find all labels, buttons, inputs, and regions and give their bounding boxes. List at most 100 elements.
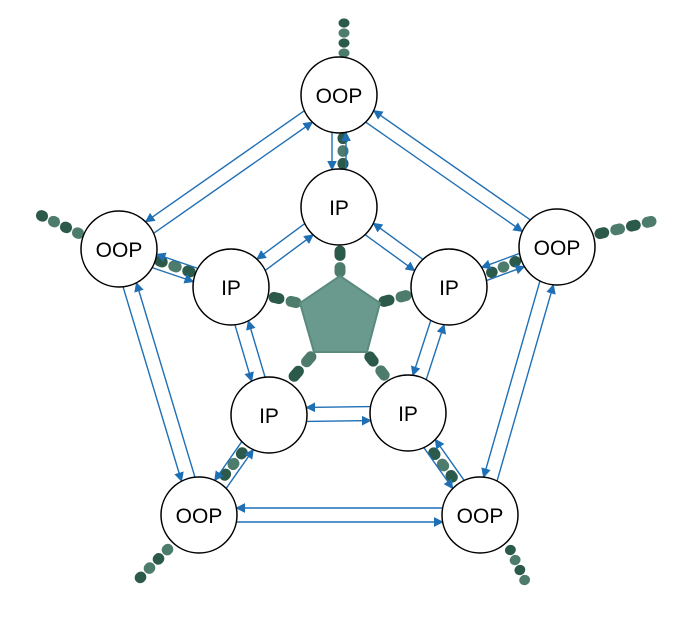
spring-bead xyxy=(338,18,350,28)
spring-tail-bottom-right xyxy=(504,544,531,586)
arrow-ip-top-right-backward xyxy=(372,222,424,260)
spring-tail-left xyxy=(35,210,85,239)
node-label: IP xyxy=(439,277,459,300)
node-oop-bottom-right: OOP xyxy=(441,476,519,554)
arrow-oop-right-bottomright-backward xyxy=(496,283,556,482)
node-ip-bottom-left: IP xyxy=(230,376,308,454)
node-oop-right: OOP xyxy=(518,208,596,286)
spring-bead xyxy=(485,266,498,279)
spring-bead xyxy=(59,221,73,234)
arrow-spoke-left-backward xyxy=(155,252,199,270)
spring-bead xyxy=(301,351,317,368)
node-ip-top: IP xyxy=(300,168,378,246)
node-ip-left: IP xyxy=(192,248,270,326)
spring-bead xyxy=(227,457,240,471)
arrow-ip-left-top-forward xyxy=(264,234,314,271)
spring-tail-bottom-left xyxy=(134,543,174,584)
spring-bead xyxy=(594,227,610,240)
arrow-spoke-bottomright-backward xyxy=(423,447,454,490)
spring-bead xyxy=(161,543,174,556)
spring-bead xyxy=(143,562,156,574)
node-oop-top: OOP xyxy=(300,56,378,134)
spring-bead xyxy=(519,574,531,586)
spring-ip-center-right xyxy=(378,290,412,307)
spring-bead xyxy=(364,351,379,367)
node-label: IP xyxy=(221,277,241,300)
spring-bead xyxy=(337,157,349,170)
spring-bead xyxy=(71,227,85,239)
node-label: IP xyxy=(329,197,349,220)
spring-bead xyxy=(375,365,390,381)
node-label: IP xyxy=(398,403,418,426)
arrow-ip-bottomright-bottomleft-forward xyxy=(305,402,371,413)
node-oop-bottom-left: OOP xyxy=(160,476,238,554)
arrow-ip-bottomright-bottomleft-backward xyxy=(306,415,372,426)
spring-bead xyxy=(338,28,350,38)
spring-bead xyxy=(436,458,450,472)
arrow-oop-top-right-forward xyxy=(365,121,524,232)
arrow-ip-top-right-forward xyxy=(364,234,416,272)
spring-bead xyxy=(338,38,350,48)
node-ip-right: IP xyxy=(410,248,488,326)
spring-bead xyxy=(288,365,304,382)
arrow-spoke-bottomleft-backward xyxy=(214,441,243,482)
spring-bead xyxy=(395,290,412,303)
node-label: OOP xyxy=(176,505,223,528)
node-label: IP xyxy=(259,405,279,428)
arrow-oop-right-bottomright-forward xyxy=(481,280,541,479)
arrow-spoke-right-backward xyxy=(486,265,526,282)
arrow-ip-bottomleft-left-forward xyxy=(246,319,266,378)
arrow-oop-left-top-backward xyxy=(144,110,305,223)
spring-bead xyxy=(337,132,349,145)
spring-ip-center-left xyxy=(268,291,302,309)
spring-bead xyxy=(334,262,346,278)
spring-bead xyxy=(625,219,641,232)
spring-bead xyxy=(428,447,441,461)
spring-ip-center-top xyxy=(334,245,346,278)
spring-bead xyxy=(285,295,302,309)
spring-oop-ip-top xyxy=(337,132,349,170)
spring-bead xyxy=(497,261,510,273)
arrow-oop-bottomleft-left-backward xyxy=(122,286,184,483)
spring-tail-right xyxy=(594,215,657,240)
arrow-ip-right-bottomright-forward xyxy=(410,320,432,377)
arrow-connections xyxy=(122,110,556,527)
arrow-spoke-bottomright-forward xyxy=(434,438,465,481)
arrow-spoke-right-forward xyxy=(480,252,520,269)
arrow-ip-bottomleft-left-backward xyxy=(234,324,254,383)
spring-bead xyxy=(334,245,346,261)
arrow-oop-left-top-forward xyxy=(153,121,314,234)
arrow-oop-top-right-backward xyxy=(372,110,531,221)
spring-bead xyxy=(641,215,657,228)
node-ip-bottom-right: IP xyxy=(369,374,447,452)
spring-ip-center-bottom-left xyxy=(288,351,317,382)
spring-bead xyxy=(134,571,147,584)
spring-bead xyxy=(152,553,165,565)
node-label: OOP xyxy=(316,85,363,108)
spring-bead xyxy=(35,210,49,222)
arrow-oop-bottomleft-left-forward xyxy=(134,281,196,478)
node-label: OOP xyxy=(534,237,581,260)
spring-bead xyxy=(514,564,526,576)
arrow-spoke-bottomleft-forward xyxy=(225,448,254,489)
spring-bead xyxy=(47,215,61,228)
spring-bead xyxy=(509,256,522,268)
spring-bead xyxy=(338,48,350,58)
spring-ip-center-bottom-right xyxy=(364,351,390,381)
spring-bead xyxy=(378,294,395,307)
spring-tail-top xyxy=(338,18,350,58)
arrow-ip-right-bottomright-backward xyxy=(425,323,447,380)
spring-bead xyxy=(504,544,516,556)
spring-bead xyxy=(268,291,285,305)
spring-bead xyxy=(168,260,182,273)
node-oop-left: OOP xyxy=(80,210,158,288)
node-label: OOP xyxy=(457,505,504,528)
node-label: OOP xyxy=(96,239,143,262)
center-pentagon xyxy=(298,274,382,353)
spring-bead xyxy=(509,554,521,566)
spring-oop-ip-right xyxy=(485,256,522,279)
spring-oop-ip-bottom-right xyxy=(428,447,458,483)
arrow-spoke-left-forward xyxy=(151,266,195,284)
arrow-ip-left-top-backward xyxy=(256,223,306,260)
